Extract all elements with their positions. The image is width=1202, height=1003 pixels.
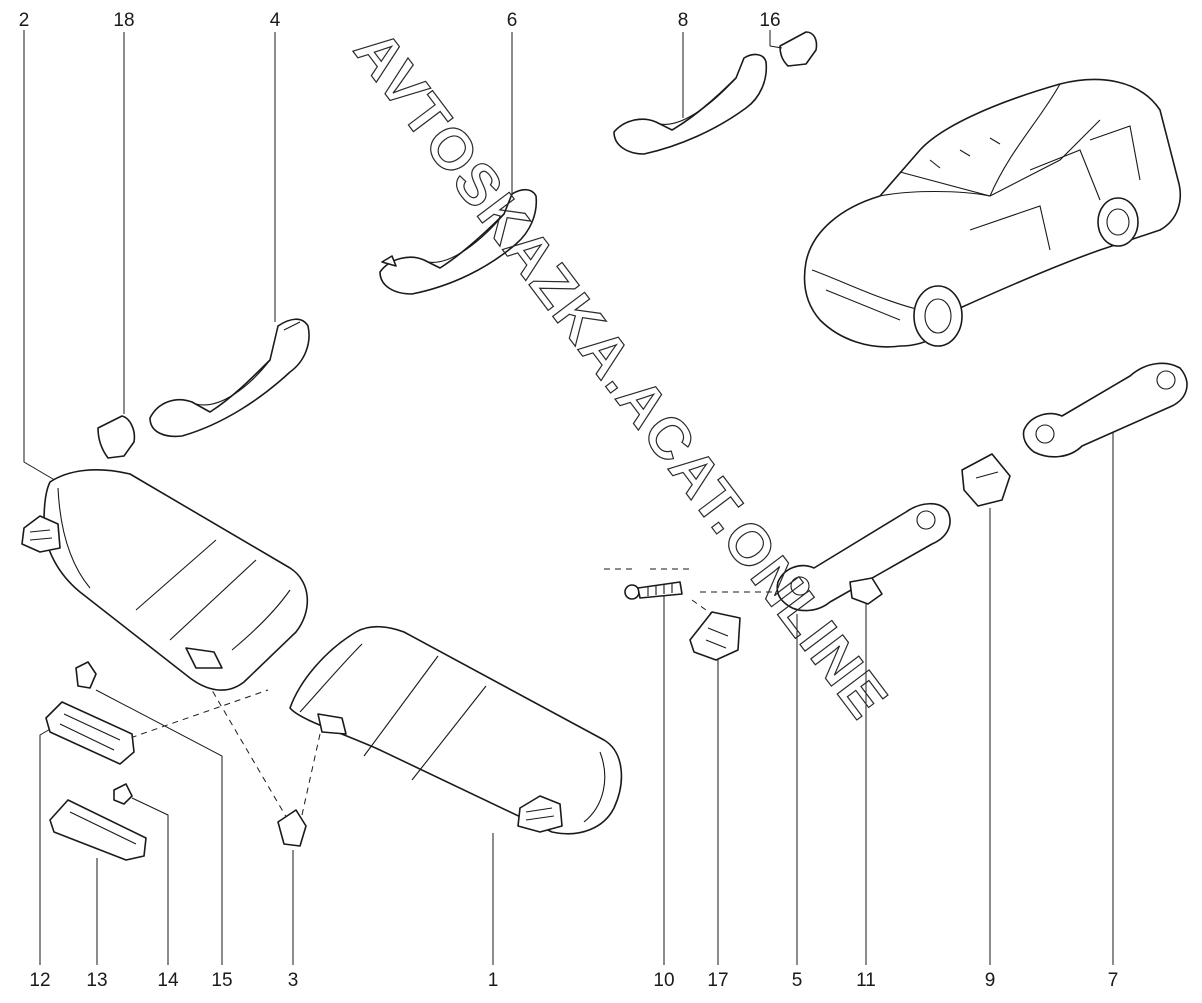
callout-11: 11 [856, 970, 876, 991]
cover-9 [961, 453, 1011, 507]
callout-3: 3 [288, 970, 299, 991]
callout-9: 9 [985, 970, 996, 991]
grab-handle-7 [1022, 362, 1188, 458]
sun-visor-left [21, 469, 309, 691]
cap-16 [769, 31, 818, 67]
sun-visor-right [289, 625, 623, 835]
callout-18: 18 [113, 10, 134, 31]
callout-13: 13 [86, 970, 107, 991]
grab-handle-8 [613, 53, 768, 155]
callout-5: 5 [792, 970, 803, 991]
callout-17: 17 [707, 970, 728, 991]
grab-handle-6 [379, 188, 538, 295]
callout-10: 10 [653, 970, 674, 991]
clip-11 [849, 577, 883, 605]
callout-7: 7 [1108, 970, 1119, 991]
bulb-14 [113, 783, 133, 805]
screw-10 [624, 581, 683, 600]
grab-handle-5 [776, 502, 951, 612]
callout-labels: 2 18 4 6 8 16 12 13 14 15 3 1 10 17 5 11… [19, 10, 1119, 991]
visor-clip-3 [277, 809, 307, 847]
callout-15: 15 [211, 970, 232, 991]
callout-14: 14 [157, 970, 179, 991]
grab-handle-4 [149, 318, 310, 438]
callout-16: 16 [759, 10, 780, 31]
bracket-17 [689, 611, 741, 661]
lamp-lens-13 [49, 799, 147, 861]
car-illustration [803, 78, 1182, 348]
callout-1: 1 [488, 970, 499, 991]
callout-2: 2 [19, 10, 30, 31]
cap-18 [97, 415, 136, 459]
lamp-housing-12 [45, 701, 135, 765]
part-15 [75, 661, 97, 689]
callout-4: 4 [270, 10, 281, 31]
callout-6: 6 [507, 10, 518, 31]
callout-8: 8 [678, 10, 689, 31]
callout-12: 12 [29, 970, 50, 991]
